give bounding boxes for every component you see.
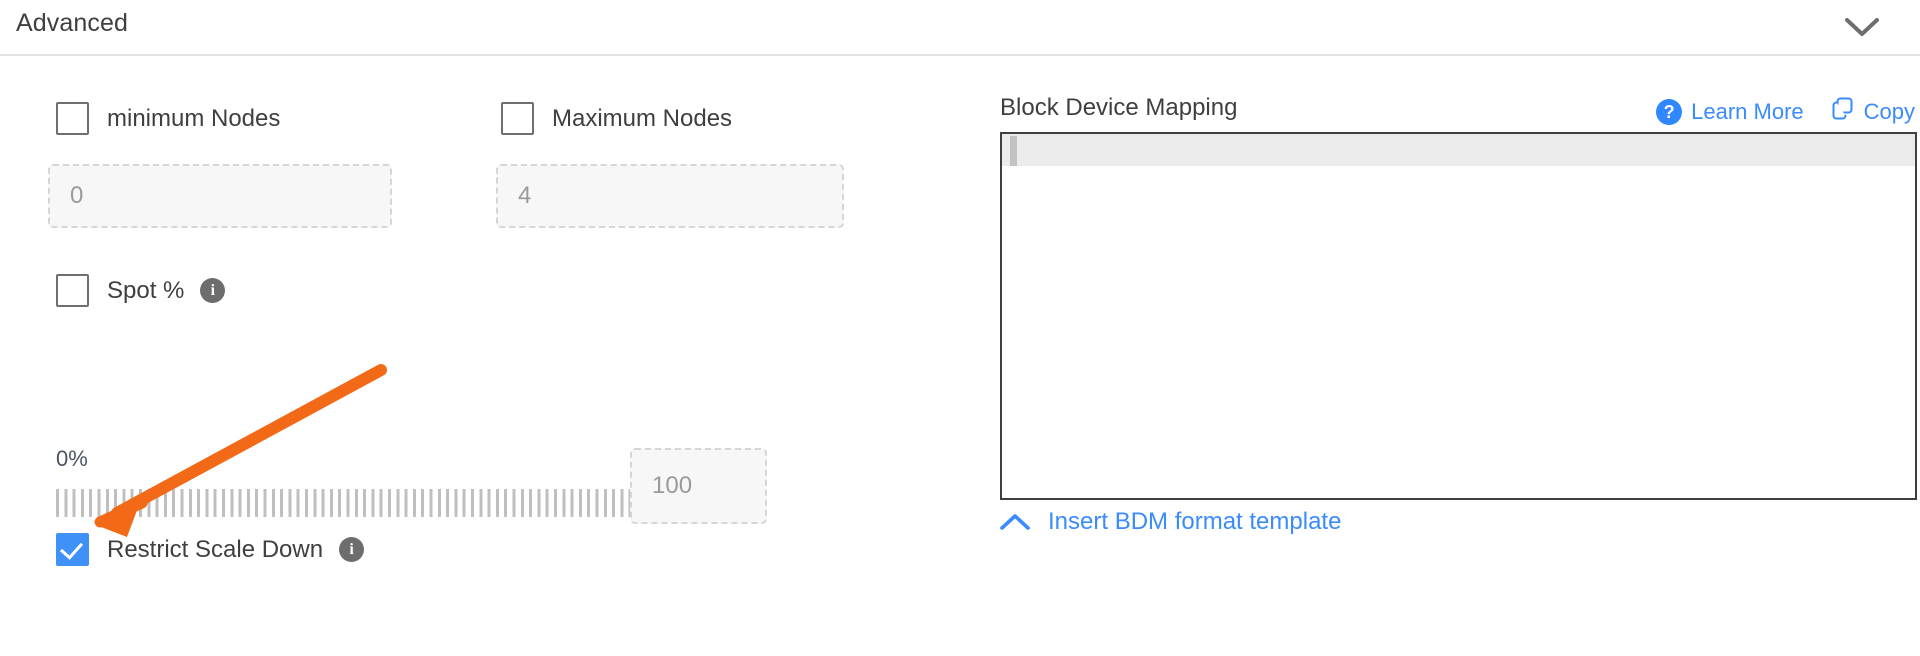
collapse-section-button[interactable] bbox=[1842, 8, 1882, 48]
block-device-mapping-title: Block Device Mapping bbox=[1000, 94, 1238, 121]
advanced-left-panel: minimum Nodes 0 Maximum Nodes 4 Spot % i… bbox=[0, 56, 980, 656]
insert-bdm-template-label: Insert BDM format template bbox=[1048, 508, 1342, 535]
chevron-down-icon bbox=[1845, 17, 1879, 39]
block-device-mapping-panel: Block Device Mapping ? Learn More Copy bbox=[1000, 56, 1920, 656]
copy-label: Copy bbox=[1863, 98, 1915, 124]
minimum-nodes-row[interactable]: minimum Nodes bbox=[56, 102, 280, 135]
restrict-scale-down-checkbox[interactable] bbox=[56, 533, 89, 566]
spot-percent-label: Spot % bbox=[107, 276, 185, 304]
minimum-nodes-checkbox[interactable] bbox=[56, 102, 89, 135]
restrict-scale-down-label: Restrict Scale Down bbox=[107, 535, 324, 563]
block-device-mapping-actions: ? Learn More Copy bbox=[1656, 96, 1915, 127]
maximum-nodes-label: Maximum Nodes bbox=[552, 104, 733, 132]
minimum-nodes-input[interactable]: 0 bbox=[48, 164, 392, 228]
spot-percent-info-icon[interactable]: i bbox=[200, 278, 226, 303]
chevron-up-icon bbox=[1000, 513, 1030, 531]
maximum-nodes-input[interactable]: 4 bbox=[496, 164, 844, 228]
learn-more-link[interactable]: ? Learn More bbox=[1656, 98, 1804, 125]
maximum-nodes-row[interactable]: Maximum Nodes bbox=[501, 102, 732, 135]
spot-percent-value-input[interactable]: 100 bbox=[630, 448, 767, 524]
maximum-nodes-checkbox[interactable] bbox=[501, 102, 534, 135]
advanced-section-header: Advanced bbox=[0, 0, 1920, 56]
copy-icon bbox=[1830, 96, 1855, 127]
editor-gutter-marker bbox=[1010, 136, 1017, 166]
copy-link[interactable]: Copy bbox=[1830, 96, 1915, 127]
page-title: Advanced bbox=[16, 9, 128, 37]
minimum-nodes-label: minimum Nodes bbox=[107, 104, 281, 132]
spot-percent-row[interactable]: Spot % i bbox=[56, 274, 226, 307]
restrict-scale-down-row[interactable]: Restrict Scale Down i bbox=[56, 533, 365, 566]
slider-min-label: 0% bbox=[56, 446, 88, 471]
spot-percent-checkbox[interactable] bbox=[56, 274, 89, 307]
help-circle-icon: ? bbox=[1656, 98, 1683, 125]
learn-more-label: Learn More bbox=[1691, 98, 1804, 124]
restrict-scale-down-info-icon[interactable]: i bbox=[339, 537, 365, 562]
block-device-mapping-editor[interactable] bbox=[1000, 132, 1917, 500]
insert-bdm-template-link[interactable]: Insert BDM format template bbox=[1000, 508, 1341, 536]
editor-active-line bbox=[1002, 134, 1915, 166]
